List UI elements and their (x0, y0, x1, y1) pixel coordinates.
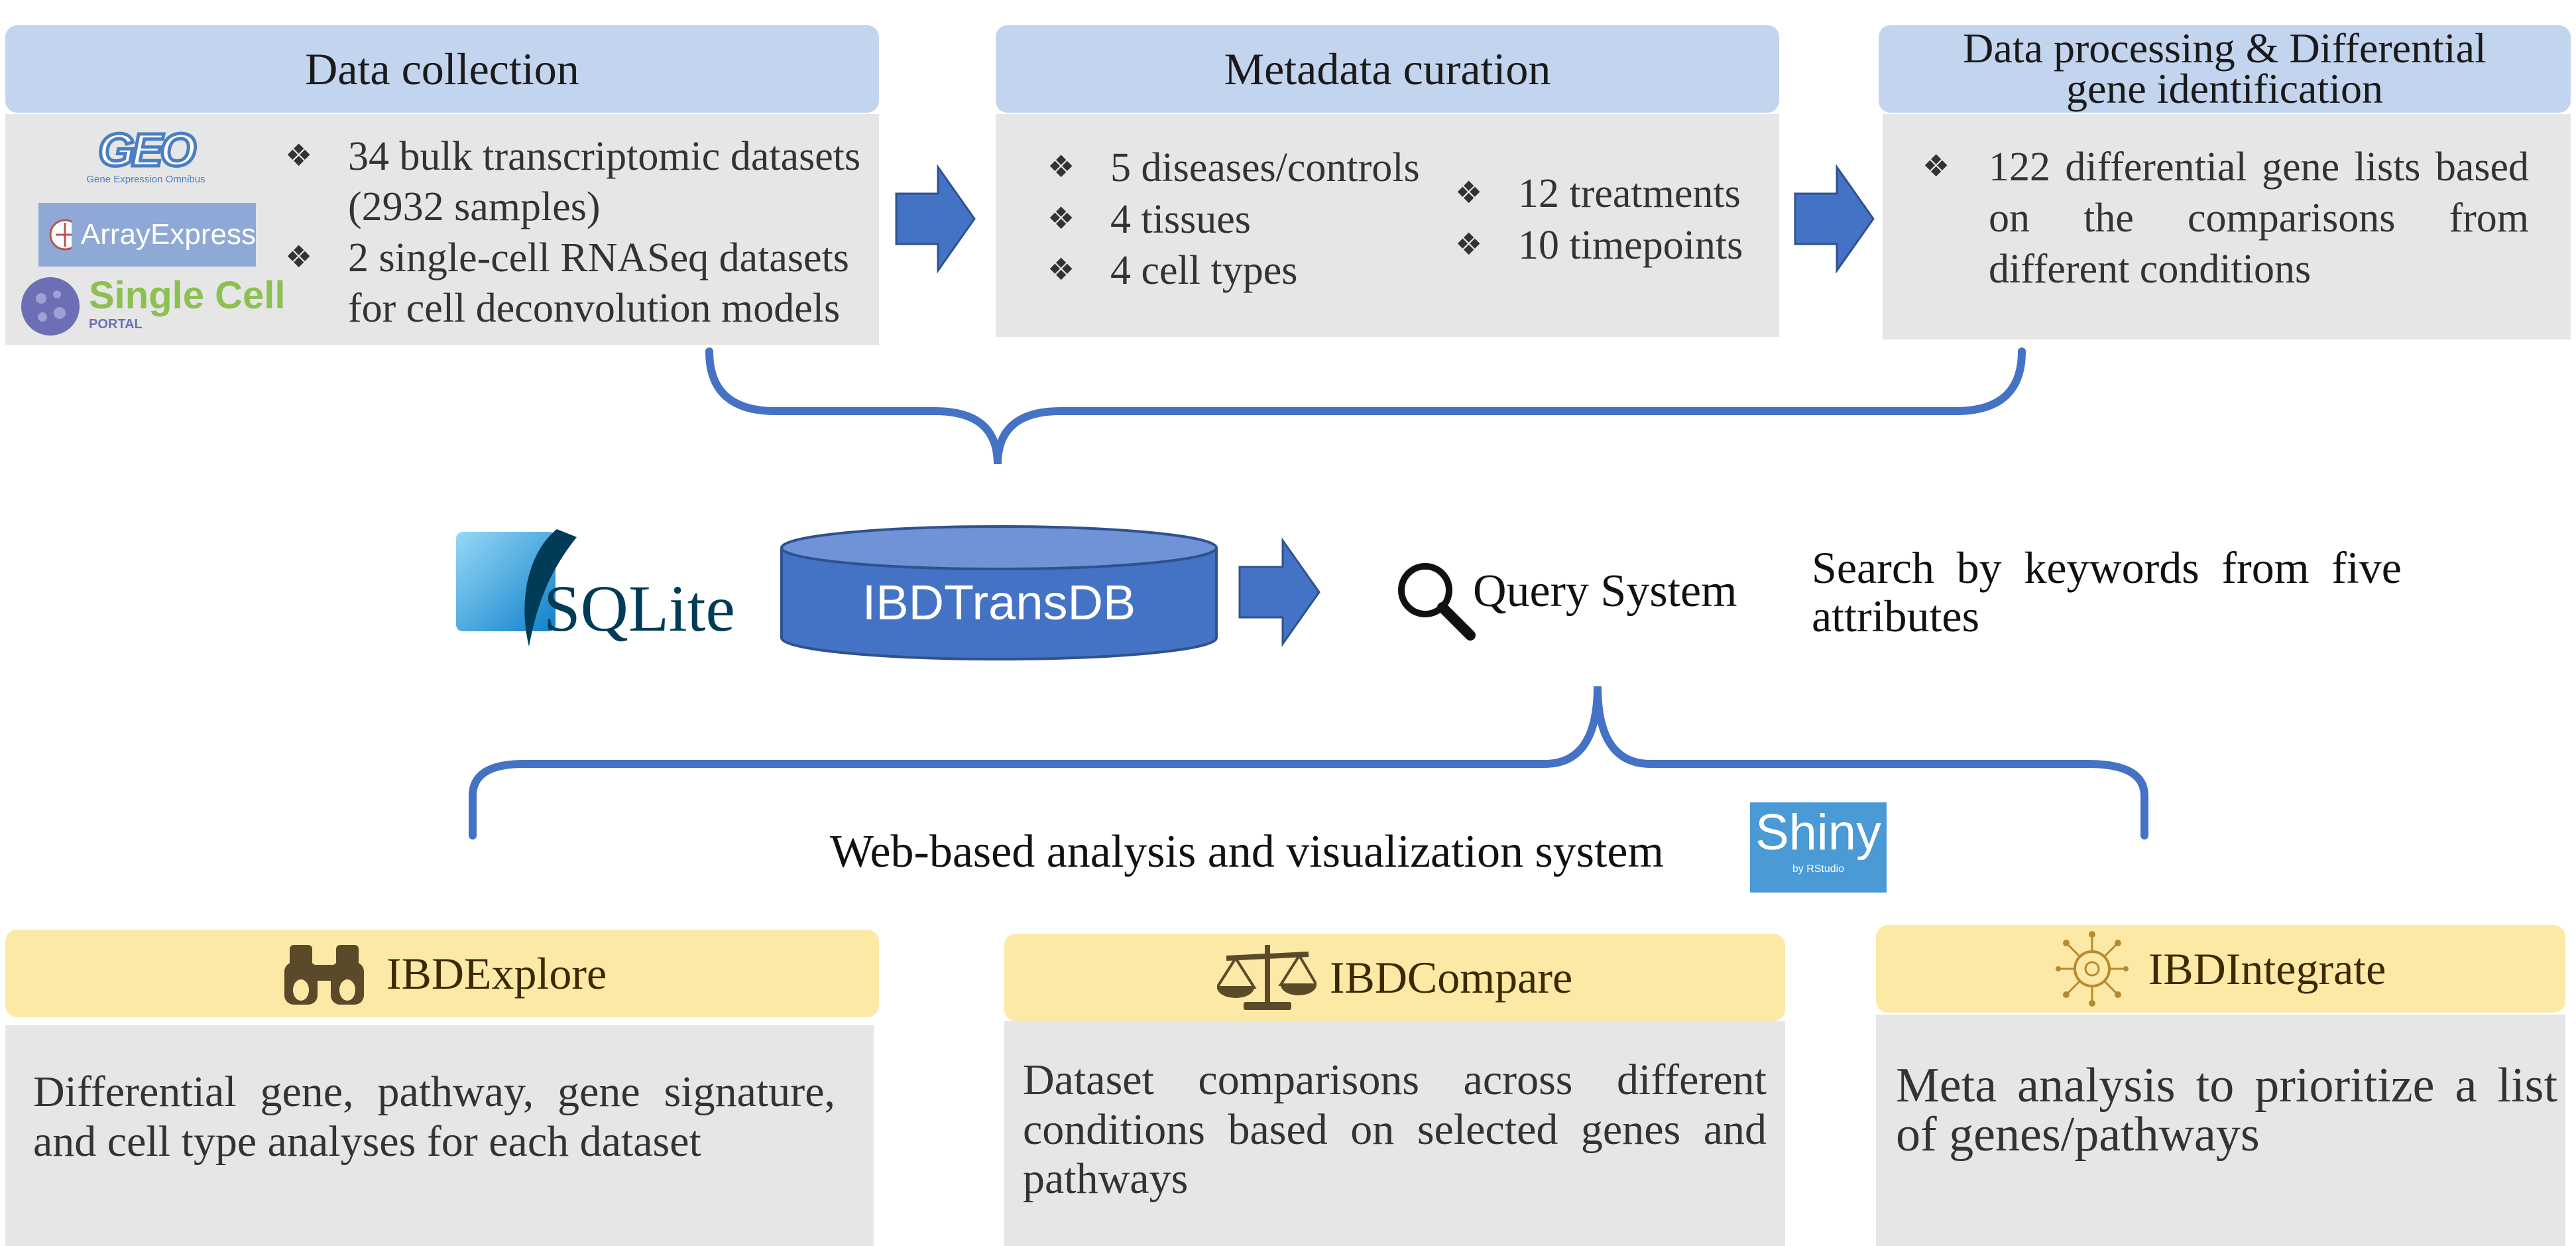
search-icon (1398, 563, 1476, 641)
bullet-icon: ❖ (1047, 149, 1075, 184)
metadata-curation-header: Metadata curation (996, 25, 1779, 113)
metadata-bullets-right: ❖12 treatments ❖10 timepoints (1455, 168, 1773, 271)
bullet-item: ❖12 treatments (1455, 168, 1773, 220)
shiny-logo-sub: by RStudio (1792, 863, 1845, 875)
right-arrow-icon (895, 164, 976, 274)
sqlite-icon (456, 529, 577, 647)
bullet-item: ❖2 single-cell RNASeq datasets for cell … (285, 233, 882, 334)
bullet-item: ❖10 timepoints (1455, 220, 1773, 272)
geo-logo-sub: Gene Expression Omnibus (86, 174, 205, 185)
singlecell-icon (21, 277, 80, 336)
metadata-curation-title: Metadata curation (1224, 44, 1551, 94)
bullet-icon: ❖ (1047, 200, 1075, 236)
data-collection-bullets: ❖34 bulk transcriptomic datasets (2932 s… (285, 131, 882, 334)
data-collection-title: Data collection (305, 44, 579, 94)
data-processing-bullets: ❖122 differential gene lists based on th… (1922, 142, 2529, 295)
singlecell-logo: Single Cell PORTAL (19, 275, 304, 338)
bullet-item: ❖122 differential gene lists based on th… (1922, 142, 2529, 295)
database-cylinder: IBDTransDB (779, 524, 1219, 663)
geo-logo: GEO Gene Expression Omnibus (73, 124, 219, 192)
bullet-item: ❖4 cell types (1047, 245, 1458, 297)
database-name: IBDTransDB (862, 575, 1136, 630)
arrayexpress-icon (49, 219, 72, 251)
bullet-icon: ❖ (1922, 148, 1950, 184)
ibdintegrate-header: IBDIntegrate (1876, 925, 2565, 1013)
data-processing-title-line2: gene identification (2066, 65, 2384, 112)
database-icon (780, 525, 1218, 660)
metadata-curation-body (996, 114, 1779, 337)
metadata-bullets-left: ❖5 diseases/controls ❖4 tissues ❖4 cell … (1047, 143, 1458, 297)
arrayexpress-logo: ArrayExpress (38, 203, 256, 267)
ibdintegrate-description: Meta analysis to prioritize a list of ge… (1896, 1058, 2557, 1162)
right-arrow-icon (1794, 164, 1875, 274)
ibdexplore-header: IBDExplore (5, 930, 879, 1017)
right-arrow-icon (1238, 537, 1320, 647)
singlecell-logo-sub: PORTAL (89, 317, 143, 332)
data-collection-header: Data collection (5, 25, 879, 113)
bullet-icon: ❖ (285, 238, 313, 275)
ibdcompare-body (1004, 1021, 1785, 1246)
data-processing-header: Data processing & Differential gene iden… (1879, 25, 2571, 113)
circuit-brain-icon (2055, 931, 2129, 1007)
ibdintegrate-body (1876, 1015, 2565, 1246)
ibdexplore-title: IBDExplore (386, 948, 607, 999)
bullet-item: ❖5 diseases/controls (1047, 143, 1458, 194)
arrayexpress-label: ArrayExpress (80, 218, 256, 251)
ibdexplore-description: Differential gene, pathway, gene signatu… (33, 1068, 835, 1166)
bullet-icon: ❖ (285, 137, 313, 173)
query-system-label: Query System (1473, 566, 1737, 617)
sqlite-logo: SQLite (451, 524, 736, 650)
ibdintegrate-title: IBDIntegrate (2148, 944, 2386, 994)
binoculars-icon (284, 945, 364, 1005)
sqlite-label: SQLite (544, 572, 735, 645)
bullet-item: ❖4 tissues (1047, 194, 1458, 246)
shiny-logo: Shiny by RStudio (1750, 802, 1887, 893)
ibdcompare-title: IBDCompare (1329, 952, 1573, 1003)
bullet-icon: ❖ (1455, 225, 1483, 262)
ibdcompare-description: Dataset comparisons across different con… (1023, 1056, 1767, 1204)
data-processing-title-line1: Data processing & Differential (1963, 25, 2487, 72)
top-brace (705, 347, 2026, 465)
shiny-logo-main: Shiny (1755, 804, 1882, 861)
bullet-icon: ❖ (1047, 251, 1075, 287)
ibdexplore-body (5, 1025, 874, 1246)
data-processing-body (1883, 114, 2571, 340)
singlecell-logo-main: Single Cell (89, 274, 286, 317)
ibdcompare-header: IBDCompare (1004, 934, 1785, 1021)
bottom-brace (469, 686, 2148, 840)
search-description: Search by keywords from five attributes (1812, 542, 2402, 642)
geo-logo-main: GEO (97, 124, 198, 176)
bullet-icon: ❖ (1455, 174, 1483, 210)
web-system-label: Web-based analysis and visualization sys… (830, 826, 1664, 877)
scale-icon (1216, 945, 1317, 1010)
bullet-item: ❖34 bulk transcriptomic datasets (2932 s… (285, 131, 882, 233)
